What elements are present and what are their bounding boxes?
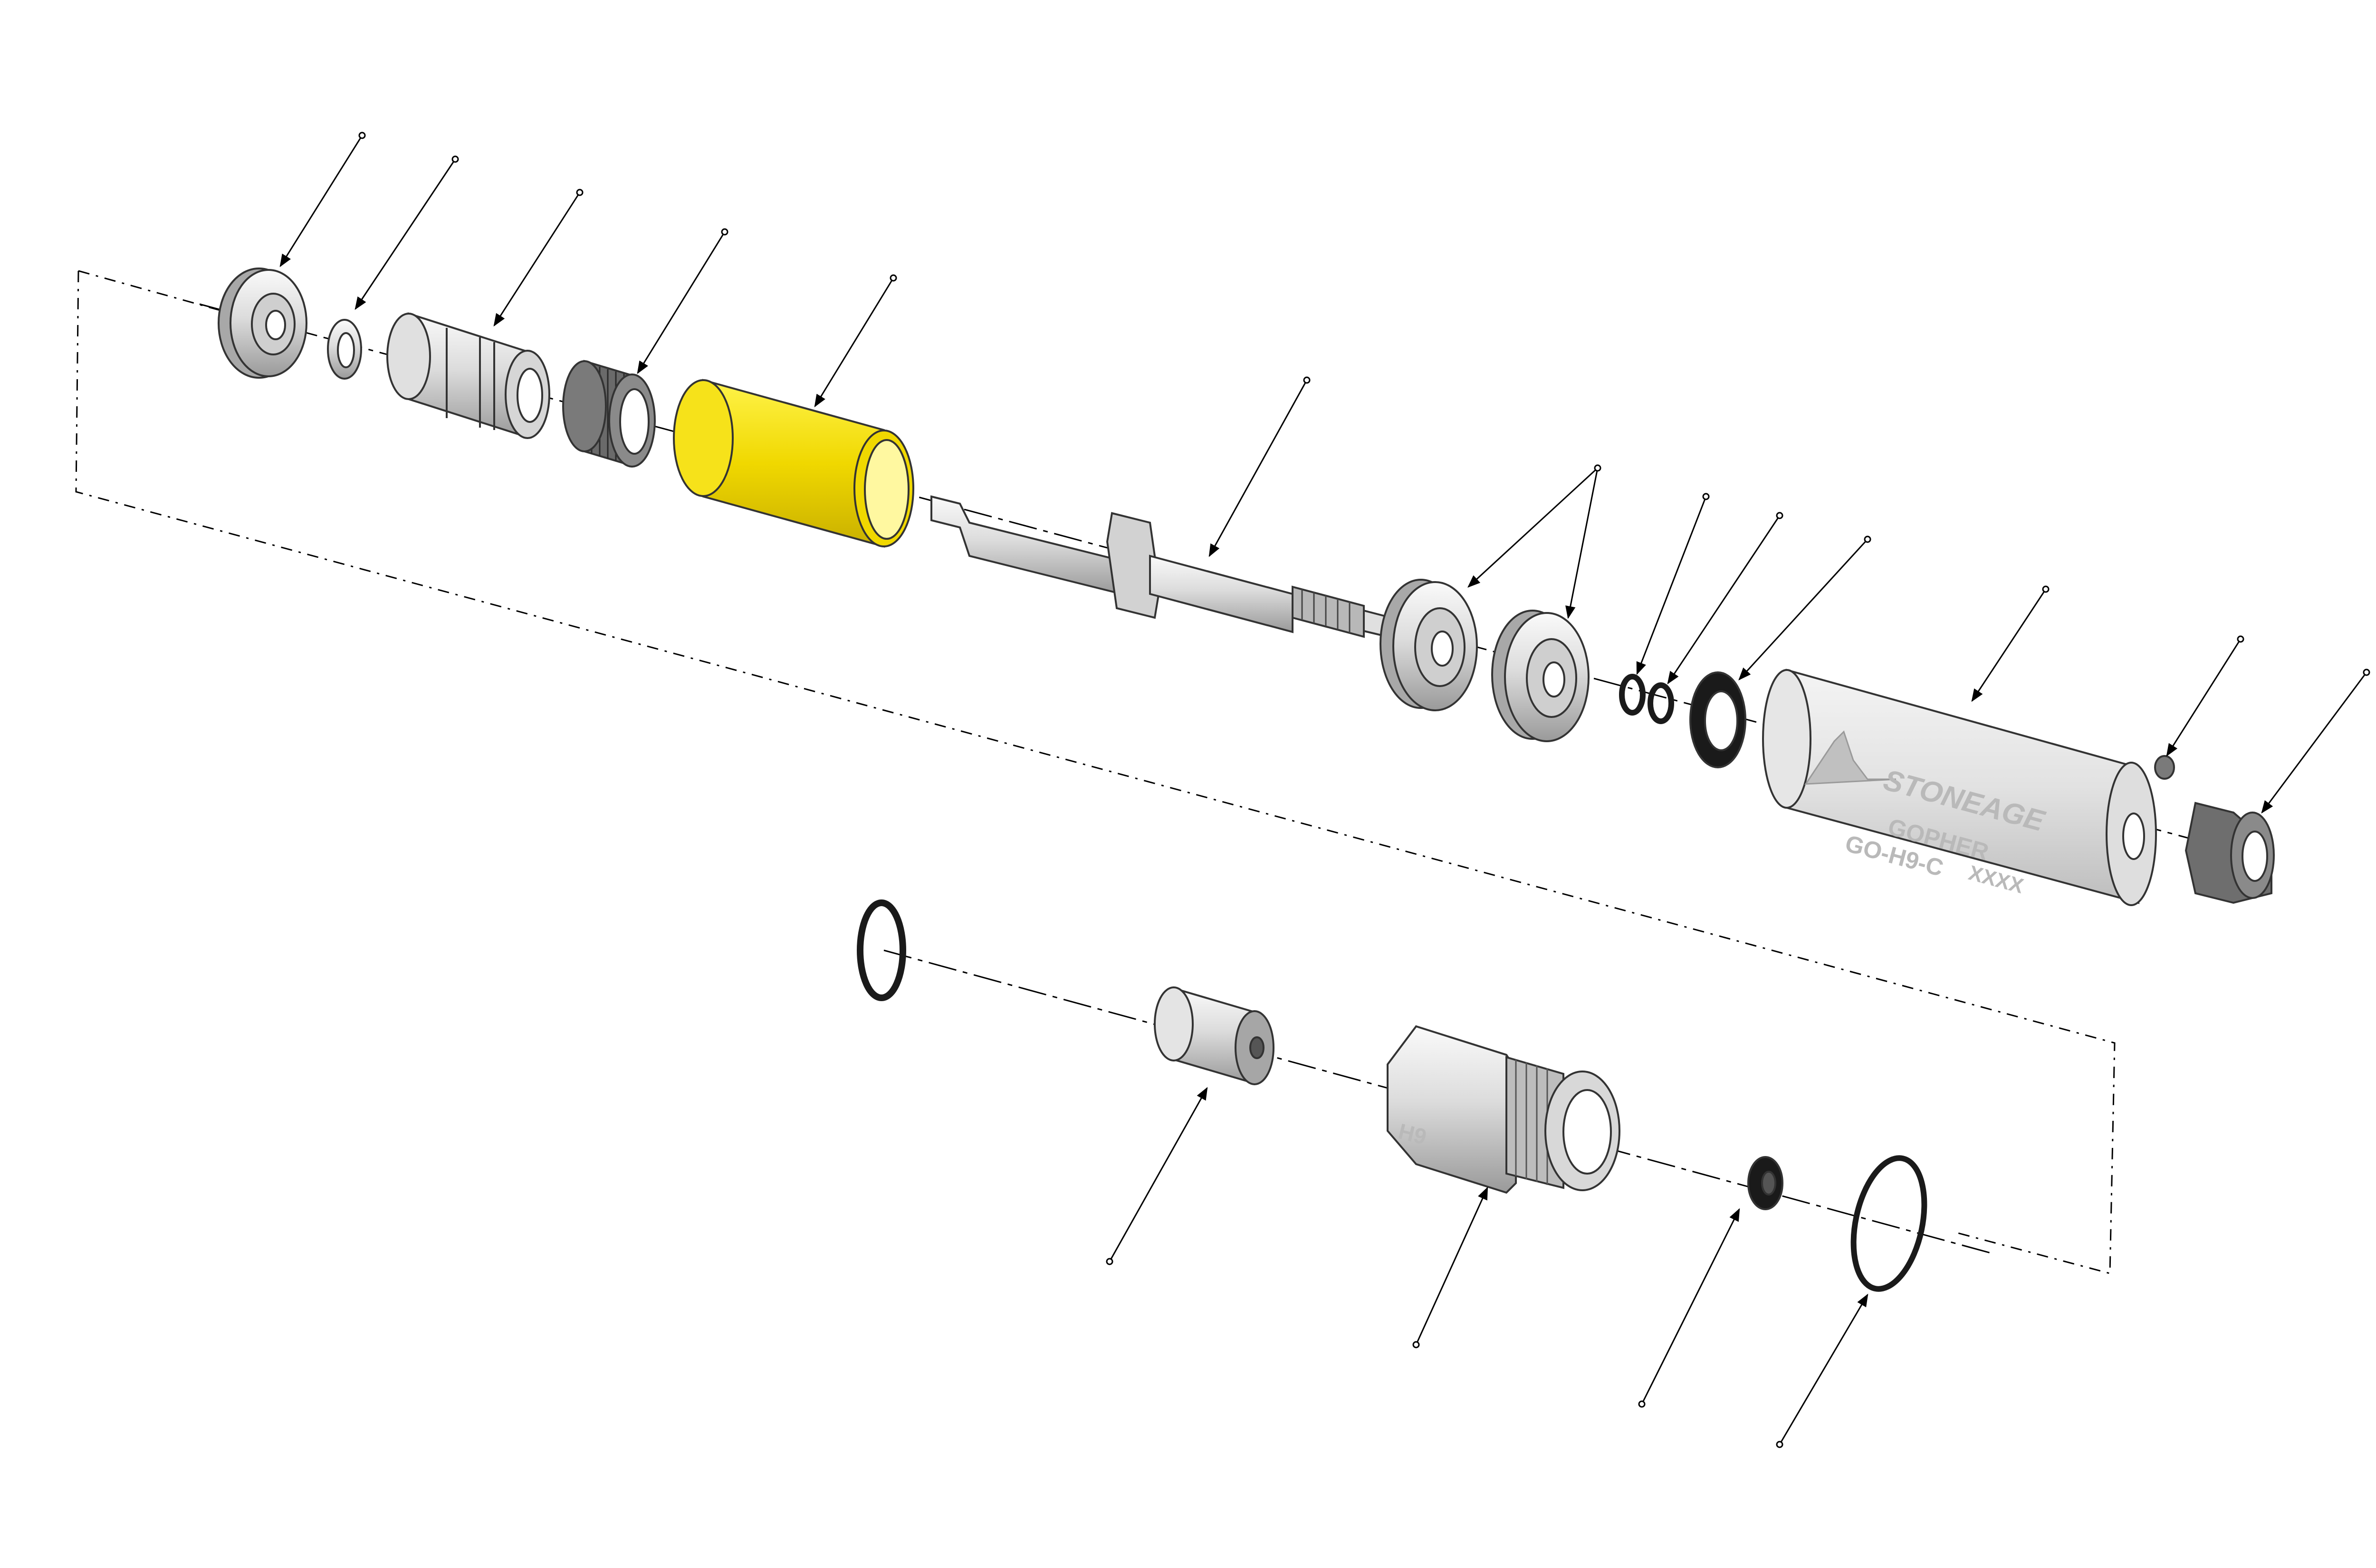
gopher-body: STONEAGE GOPHER GO-H9-C XXXX [1762, 669, 2157, 906]
small-o-ring-pair [1619, 674, 1674, 724]
stoneage-logo-icon [1804, 730, 1897, 785]
leader-lines [279, 135, 2367, 1445]
small-seal [1747, 1156, 1783, 1210]
ball-bearing-pair [1380, 579, 1590, 742]
leader-endpoints [358, 132, 2370, 1448]
plug [1154, 986, 1274, 1085]
bearing-left [218, 268, 307, 379]
bearing-housing [386, 312, 550, 439]
threaded-nut [562, 360, 656, 468]
set-screw [2154, 755, 2175, 780]
spacer-ring [327, 319, 362, 380]
explode-outline [75, 270, 2116, 1274]
lip-seal [1689, 671, 1746, 768]
large-o-ring [857, 899, 906, 1001]
inlet-fitting: H9 [1387, 1025, 1620, 1194]
shaft [930, 495, 1389, 638]
highlighted-sleeve [673, 379, 914, 548]
shaft-collar [2184, 802, 2275, 904]
large-o-ring-right [1850, 1155, 1927, 1292]
